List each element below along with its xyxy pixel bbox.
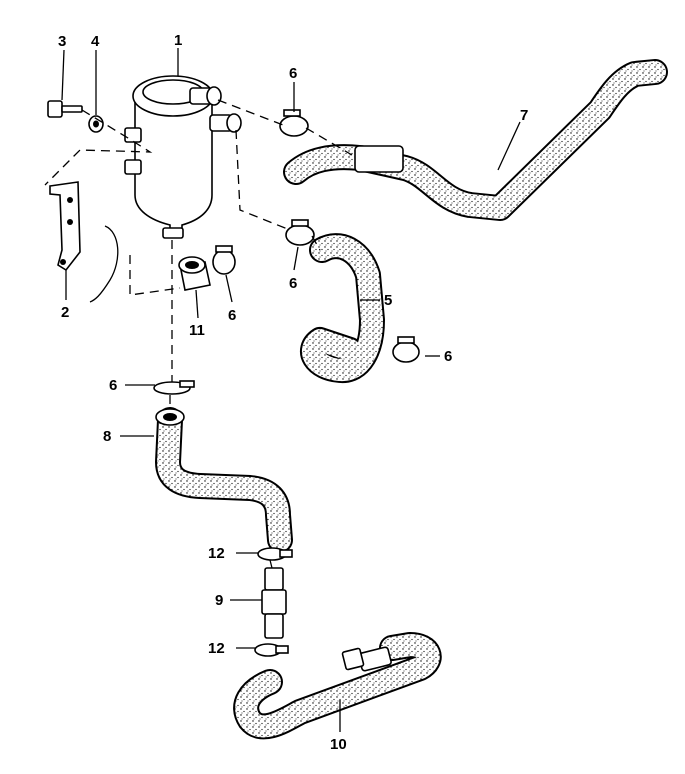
hose-5 (300, 233, 385, 383)
clamp-6-a (279, 109, 309, 137)
label-part-7: 7 (520, 107, 528, 124)
hose-10 (233, 632, 442, 740)
part-labels: 1 3 4 6 7 2 6 6 11 5 6 6 8 12 9 12 10 (58, 32, 528, 753)
clamp-6-b (285, 219, 315, 246)
label-part-12a: 12 (208, 545, 225, 562)
label-part-6a: 6 (289, 65, 297, 82)
bolt-3 (47, 100, 83, 118)
label-part-8: 8 (103, 428, 111, 445)
connector-9 (261, 567, 287, 639)
label-part-4: 4 (91, 33, 100, 50)
label-part-11: 11 (189, 322, 205, 339)
assembly-lines (44, 99, 353, 569)
label-part-12b: 12 (208, 640, 225, 657)
hose-10-nut (341, 647, 365, 671)
label-part-2: 2 (61, 304, 69, 321)
hose-7-sleeve (354, 145, 404, 173)
leader-lines (61, 48, 521, 732)
label-part-6b: 6 (289, 275, 297, 292)
clamp-6-e (392, 336, 420, 363)
hose-7 (283, 59, 668, 221)
label-part-5: 5 (384, 292, 392, 309)
label-part-1: 1 (174, 32, 182, 49)
sleeve-11 (178, 256, 211, 291)
bracket-2 (49, 181, 119, 303)
label-part-3: 3 (58, 33, 66, 50)
hose-8-opening (163, 413, 177, 421)
clamp-12-a (257, 547, 293, 561)
label-part-6c: 6 (228, 307, 236, 324)
label-part-9: 9 (215, 592, 223, 609)
label-part-6d: 6 (109, 377, 117, 394)
separator-canister-1 (124, 75, 242, 239)
hose-8 (155, 407, 293, 553)
clamp-6-d (153, 380, 195, 395)
clamp-12-b (254, 643, 289, 657)
label-part-6e: 6 (444, 348, 452, 365)
label-part-10: 10 (330, 736, 347, 753)
clamp-6-c (212, 245, 236, 275)
